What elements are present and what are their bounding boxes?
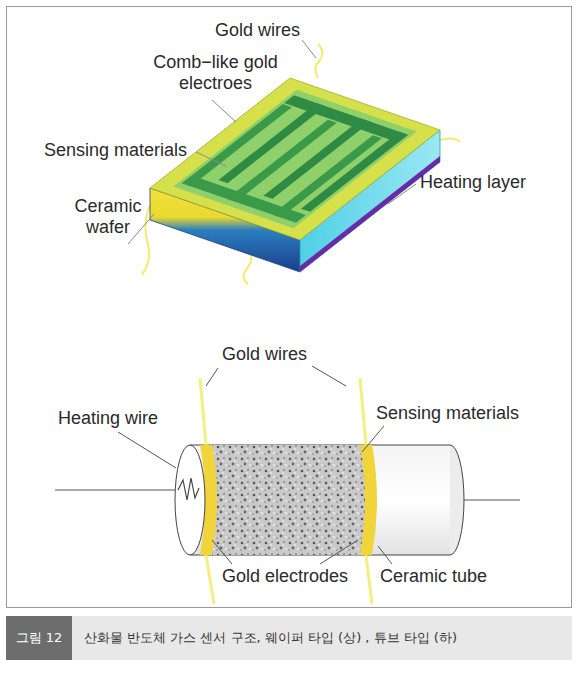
electrode-label: Gold electrodes — [222, 566, 348, 587]
electrode-label: Comb−like gold electroes — [128, 52, 303, 94]
tube-label: Ceramic tube — [380, 566, 487, 587]
sensing-label: Sensing materials — [376, 403, 519, 424]
wafer-label: Ceramic wafer — [66, 196, 150, 238]
wire-label: Gold wires — [215, 20, 300, 41]
figure-number: 그림 12 — [16, 629, 63, 647]
sensing-label: Sensing materials — [44, 140, 187, 161]
heating-layer-label: Heating layer — [420, 172, 526, 193]
caption-text: 산화물 반도체 가스 센서 구조, 웨이퍼 타입 (상) , 튜브 타입 (하) — [84, 629, 457, 647]
heating-wire-label: Heating wire — [58, 408, 158, 429]
wire-label: Gold wires — [222, 344, 307, 365]
